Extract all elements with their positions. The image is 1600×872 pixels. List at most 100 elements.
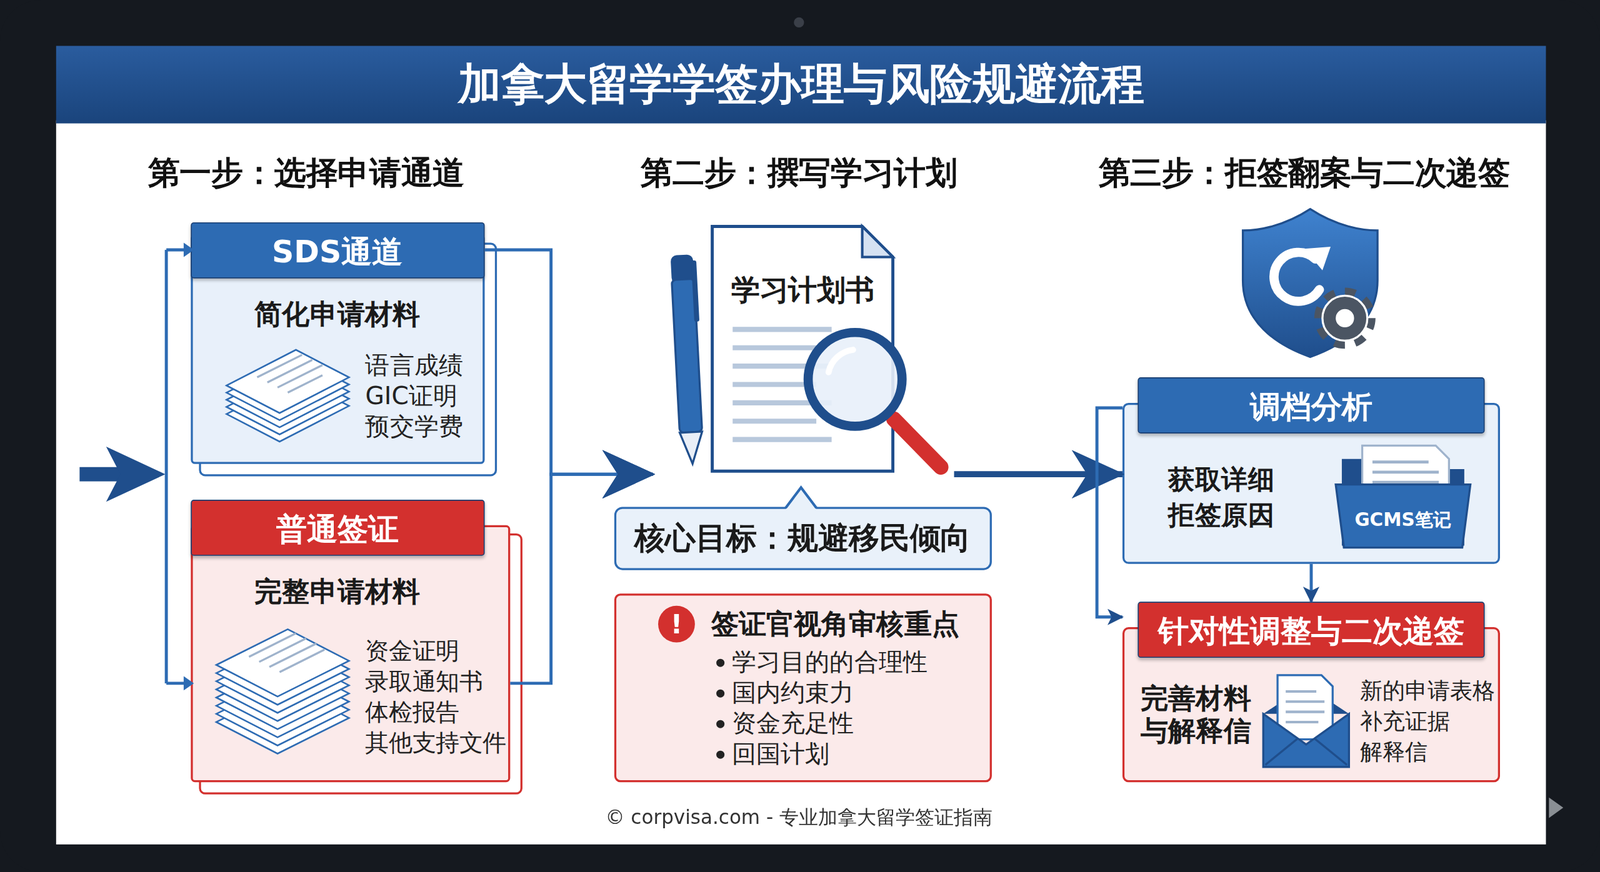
- pen-clip: [691, 260, 700, 322]
- callout-tail: [785, 487, 817, 510]
- paper-sheet: [216, 670, 349, 739]
- bullet: [716, 720, 725, 729]
- box-text: 其他支持文件: [365, 728, 509, 759]
- entry-arrow-head: [106, 446, 166, 502]
- magnifier-lens: [808, 332, 902, 427]
- flow-connector: [1096, 408, 1123, 618]
- paper-stack: [226, 350, 349, 442]
- box-heading: 普通签证: [190, 500, 484, 557]
- gear-teeth: [1319, 293, 1371, 345]
- refresh-arc: [1273, 252, 1320, 302]
- paper-sheet: [226, 356, 349, 420]
- pen-tip: [680, 431, 705, 465]
- box-text: 新的申请表格: [1360, 677, 1498, 706]
- box-text: 资金充足性: [731, 708, 977, 739]
- magnifier-handle: [893, 419, 941, 468]
- lens-glint: [828, 350, 854, 373]
- bullet: [716, 659, 725, 668]
- paper-lines: [248, 633, 325, 673]
- resubmission-box: 针对性调整与二次递签完善材料 与解释信新的申请表格补充证据解释信: [1122, 627, 1500, 783]
- box-text: 解释信: [1360, 738, 1498, 767]
- title-bar: [56, 45, 1547, 124]
- paper-sheet: [216, 654, 349, 722]
- document-line: [732, 345, 817, 351]
- box-text: 签证官视角审核重点: [711, 606, 989, 642]
- document-line: [732, 326, 832, 332]
- bullet: [716, 751, 725, 760]
- box-text: 核心目标：规避移民倾向: [616, 509, 989, 568]
- box-text: 语言成绩: [365, 350, 478, 381]
- folder-paper-lines: [1372, 462, 1439, 484]
- step-heading: 第三步：拒签翻案与二次递签: [1048, 153, 1559, 193]
- box-text: 回国计划: [731, 738, 977, 770]
- paper-stack: [216, 629, 349, 754]
- goal-callout: 核心目标：规避移民倾向: [614, 506, 992, 570]
- play-mark: [1548, 798, 1564, 819]
- paper-sheet: [226, 364, 349, 428]
- box-heading: 针对性调整与二次递签: [1137, 601, 1485, 659]
- refresh-head: [1304, 246, 1331, 271]
- bracket-arrowhead: [183, 243, 194, 258]
- envelope-icon: [1263, 675, 1349, 768]
- pen-icon: [670, 254, 707, 465]
- gear-hole: [1335, 309, 1354, 328]
- split-bracket: [166, 250, 186, 684]
- paper-lines: [256, 355, 322, 393]
- document-shape: [653, 219, 955, 480]
- box-text: 国内约束力: [731, 677, 977, 709]
- gear: [1322, 295, 1368, 341]
- bracket-arrowhead: [183, 676, 194, 691]
- diagram-title: 加拿大留学学签办理与风险规避流程: [56, 45, 1547, 124]
- document-fold: [862, 226, 894, 257]
- envelope-fold: [1265, 738, 1347, 765]
- box-heading: SDS通道: [190, 222, 484, 279]
- box-text: 完善材料 与解释信: [1140, 682, 1264, 749]
- camera-dot: [793, 17, 804, 28]
- step-heading: 第一步：选择申请通道: [101, 153, 510, 193]
- paper-sheet: [226, 350, 349, 414]
- box-text: 补充证据: [1360, 708, 1498, 737]
- caption: © corpvisa.com - 专业加拿大留学签证指南: [441, 806, 1157, 831]
- paper-sheet: [216, 662, 349, 730]
- box-text: 资金证明: [365, 636, 509, 667]
- envelope-back: [1263, 685, 1349, 715]
- paper-sheet: [216, 686, 349, 755]
- flow-connector: [954, 471, 1123, 478]
- flow-connector: [485, 250, 654, 475]
- paper-sheet: [216, 645, 349, 714]
- paper-sheet: [216, 678, 349, 747]
- step-heading: 第二步：撰写学习计划: [595, 153, 1004, 193]
- bullet: [716, 690, 725, 699]
- shield: [1243, 209, 1379, 358]
- box-text: 学习目的的合理性: [731, 646, 977, 678]
- box-text: GIC证明: [365, 380, 478, 412]
- review-focus-box: 签证官视角审核重点学习目的的合理性国内约束力资金充足性回国计划: [614, 593, 992, 783]
- envelope-front: [1263, 714, 1349, 768]
- letter-lines: [1285, 691, 1325, 723]
- paper-sheet: [216, 629, 349, 697]
- flow-connector: [510, 474, 654, 684]
- callout-tail-outline: [785, 487, 817, 509]
- box-text: 体检报告: [365, 698, 509, 728]
- box-text: 完整申请材料: [193, 574, 482, 609]
- shield-icon: [1243, 209, 1379, 358]
- box-text: 学习计划书: [712, 272, 894, 309]
- paper-sheet: [226, 378, 349, 442]
- screen: [56, 120, 1547, 845]
- folder-shape: [1331, 443, 1475, 551]
- document-line: [732, 418, 817, 424]
- paper-sheet: [216, 637, 349, 705]
- study-plan-document: 学习计划书: [653, 219, 955, 480]
- paper-sheet: [226, 371, 349, 435]
- box-text: 简化申请材料: [193, 296, 482, 332]
- flow-connector: [1310, 564, 1314, 602]
- box-heading: 调档分析: [1137, 377, 1485, 434]
- file-analysis-box: 调档分析获取详细 拒签原因GCMS笔记: [1122, 403, 1500, 565]
- box-text: GCMS笔记: [1331, 509, 1475, 533]
- letter: [1277, 675, 1333, 740]
- document-line: [732, 437, 832, 443]
- box-text: 预交学费: [365, 411, 478, 442]
